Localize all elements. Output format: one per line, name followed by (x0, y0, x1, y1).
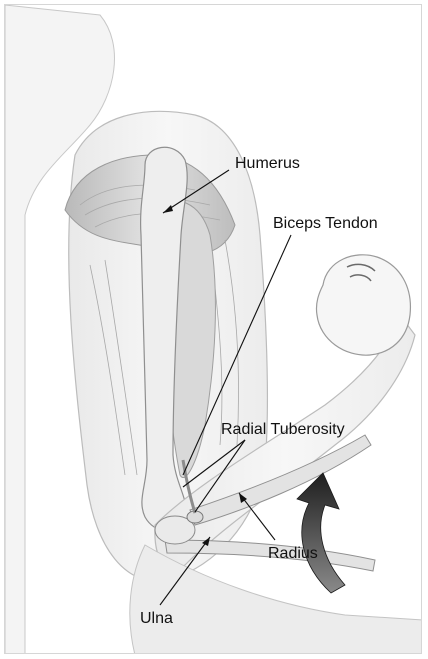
label-biceps-tendon: Biceps Tendon (273, 215, 378, 233)
arm-anatomy-illustration (5, 5, 422, 654)
label-radial-tuberosity: Radial Tuberosity (221, 421, 345, 439)
figure-frame: Humerus Biceps Tendon Radial Tuberosity … (4, 4, 422, 654)
fist (316, 255, 410, 355)
label-radius: Radius (268, 545, 318, 563)
flexion-arrow (297, 473, 345, 593)
label-humerus: Humerus (235, 155, 300, 173)
label-ulna: Ulna (140, 610, 173, 628)
